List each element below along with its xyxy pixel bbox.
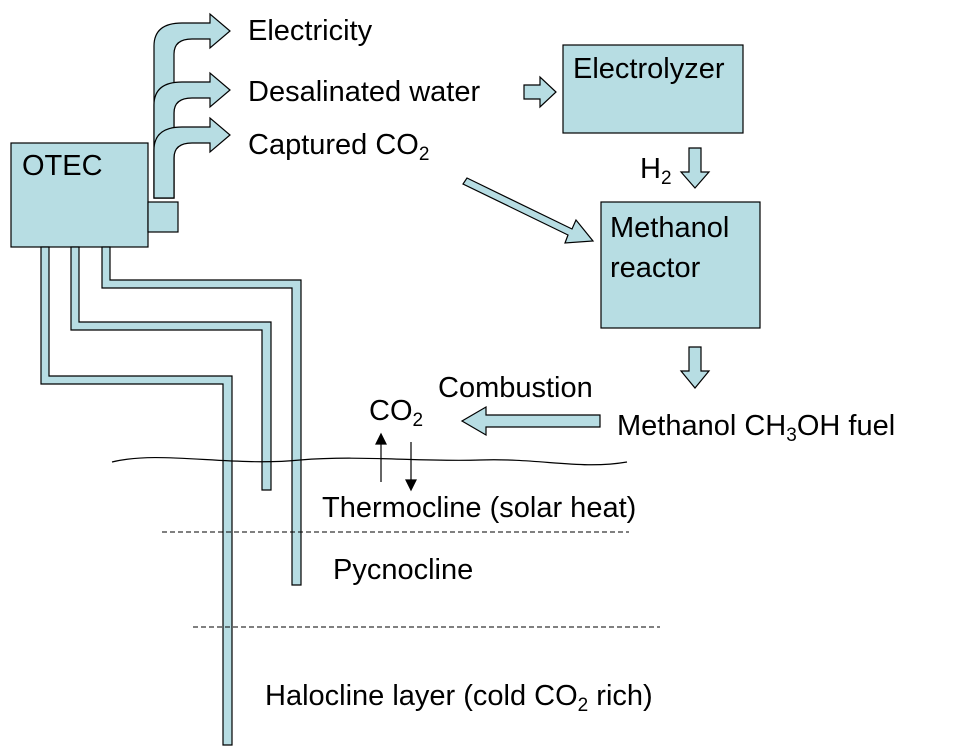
otec-outlet-block bbox=[147, 201, 179, 233]
otec-box bbox=[10, 142, 149, 248]
co2-to-reactor-arrow bbox=[462, 177, 595, 244]
combustion-label: Combustion bbox=[438, 372, 593, 404]
surface-co2-label: CO2 bbox=[369, 395, 424, 431]
h2-arrow bbox=[679, 147, 711, 189]
sea-surface-line bbox=[111, 456, 628, 466]
methanol-reactor-box bbox=[600, 201, 761, 329]
captured-co2-arrow bbox=[153, 116, 231, 199]
electricity-label: Electricity bbox=[248, 15, 373, 47]
middle-pipe bbox=[101, 246, 302, 586]
pycnocline-label: Pycnocline bbox=[333, 554, 474, 586]
h2-label: H2 bbox=[640, 153, 672, 189]
methanol-fuel-label: Methanol CH3OH fuel bbox=[617, 410, 896, 446]
otec-label: OTEC bbox=[22, 150, 103, 182]
water-to-electrolyzer-arrow bbox=[523, 75, 557, 109]
co2-up-arrow-head bbox=[375, 432, 387, 445]
surface-pipe bbox=[70, 246, 272, 491]
desalinated-water-label: Desalinated water bbox=[248, 76, 481, 108]
methanol-reactor-label-line2: reactor bbox=[610, 252, 701, 284]
electrolyzer-box bbox=[562, 44, 744, 134]
halocline-label: Halocline layer (cold CO2 rich) bbox=[265, 680, 653, 716]
captured-co2-label: Captured CO2 bbox=[248, 129, 430, 165]
electrolyzer-label: Electrolyzer bbox=[573, 53, 725, 85]
methanol-reactor-label-line1: Methanol bbox=[610, 212, 730, 244]
combustion-arrow bbox=[460, 405, 601, 437]
deep-cold-pipe bbox=[40, 246, 233, 746]
co2-down-arrow-head bbox=[405, 479, 417, 492]
reactor-to-fuel-arrow bbox=[679, 346, 711, 389]
thermocline-label: Thermocline (solar heat) bbox=[322, 492, 637, 524]
